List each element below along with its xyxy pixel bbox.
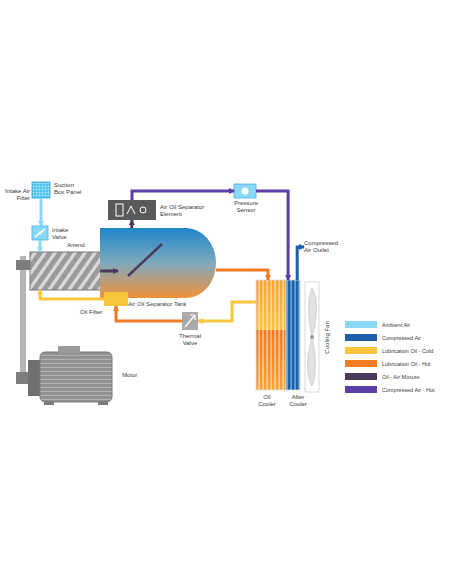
separator-element-icon: [108, 200, 156, 220]
legend-text: Oil - Air Mixture: [382, 374, 420, 380]
intake-filter-icon: [32, 182, 50, 198]
legend-entry: Compressed Air: [345, 331, 435, 344]
cooling-fan-icon: [305, 282, 319, 392]
legend-entry: Oil - Air Mixture: [345, 370, 435, 383]
legend-swatch: [345, 386, 377, 393]
component-node: Motor: [28, 350, 116, 405]
oil-filter-icon: [104, 292, 128, 306]
legend-text: Lubrication Oil - Cold: [382, 348, 433, 354]
legend-text: Lubrication Oil - Hot: [382, 361, 431, 367]
after-cooler-icon: [286, 280, 300, 390]
flow-pipe: [38, 240, 41, 252]
airend-icon: [30, 252, 102, 290]
legend-entry: Ambient Air: [345, 318, 435, 331]
component-label: Suction Box Panel: [54, 182, 86, 196]
component-label: Air Oil Separator Element: [160, 204, 210, 218]
legend-swatch: [345, 334, 377, 341]
flow-pipe: [297, 247, 304, 280]
flow-pipe: [116, 306, 182, 321]
legend-swatch: [345, 321, 377, 328]
component-node: After Cooler: [286, 280, 300, 390]
flow-pipe: [216, 270, 268, 280]
legend: Ambient AirCompressed AirLubrication Oil…: [345, 318, 435, 396]
pressure-sensor-icon: [234, 184, 256, 198]
component-node: Oil Cooler: [256, 280, 286, 390]
component-node: Intake Valve: [32, 226, 48, 240]
component-label: Oil Cooler: [254, 394, 280, 408]
flow-pipe: [256, 191, 288, 280]
component-node: Oil Filter: [104, 292, 128, 306]
component-node: Air Oil Separator Element: [108, 200, 156, 220]
flow-pipe: [132, 191, 234, 200]
component-label: Airend: [56, 242, 96, 249]
component-node: Cooling Fan: [305, 282, 319, 392]
flow-pipe: [40, 198, 43, 226]
legend-text: Compressed Air - Hot: [382, 387, 435, 393]
intake-valve-icon: [32, 226, 48, 240]
component-label: Intake Air Filter: [4, 188, 30, 202]
flow-pipe: [40, 290, 104, 299]
component-label: Pressure Sensor: [231, 200, 261, 214]
legend-entry: Compressed Air - Hot: [345, 383, 435, 396]
component-label: Compressed Air Outlet: [304, 240, 346, 254]
component-label: Oil Filter: [80, 309, 111, 316]
component-label: Air Oil Separator Tank: [128, 301, 208, 308]
component-node: Air Oil Separator Tank: [118, 228, 216, 298]
separator-tank-icon: [100, 228, 216, 298]
component-node: Intake Air FilterSuction Box Panel: [32, 182, 50, 198]
motor-icon: [28, 346, 112, 405]
component-label: Thermal Valve: [175, 333, 205, 347]
legend-text: Compressed Air: [382, 335, 421, 341]
component-label: Motor: [122, 372, 152, 379]
component-node: Pressure Sensor: [234, 184, 256, 198]
legend-swatch: [345, 347, 377, 354]
thermal-valve-icon: [182, 312, 198, 330]
legend-text: Ambient Air: [382, 322, 410, 328]
flow-pipe: [198, 302, 256, 321]
flow-pipe: [100, 269, 118, 272]
legend-entry: Lubrication Oil - Hot: [345, 357, 435, 370]
oil-cooler-icon: [256, 280, 286, 390]
legend-entry: Lubrication Oil - Cold: [345, 344, 435, 357]
component-label: Intake Valve: [52, 227, 78, 241]
component-node: Thermal Valve: [182, 312, 198, 330]
legend-swatch: [345, 373, 377, 380]
flow-pipe: [130, 220, 133, 228]
component-node: Airend: [32, 252, 100, 290]
component-label: Cooling Fan: [324, 321, 331, 353]
component-label: After Cooler: [285, 394, 311, 408]
legend-swatch: [345, 360, 377, 367]
component-node: Compressed Air Outlet: [304, 240, 346, 254]
